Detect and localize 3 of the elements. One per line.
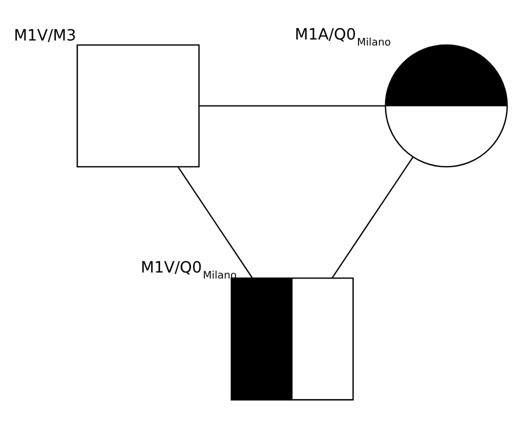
node-label: M1V/M3 <box>14 26 76 45</box>
node-label: M1V/Q0$_{Milano}$ <box>140 258 237 282</box>
node-label: M1A/Q0$_{Milano}$ <box>294 25 391 48</box>
